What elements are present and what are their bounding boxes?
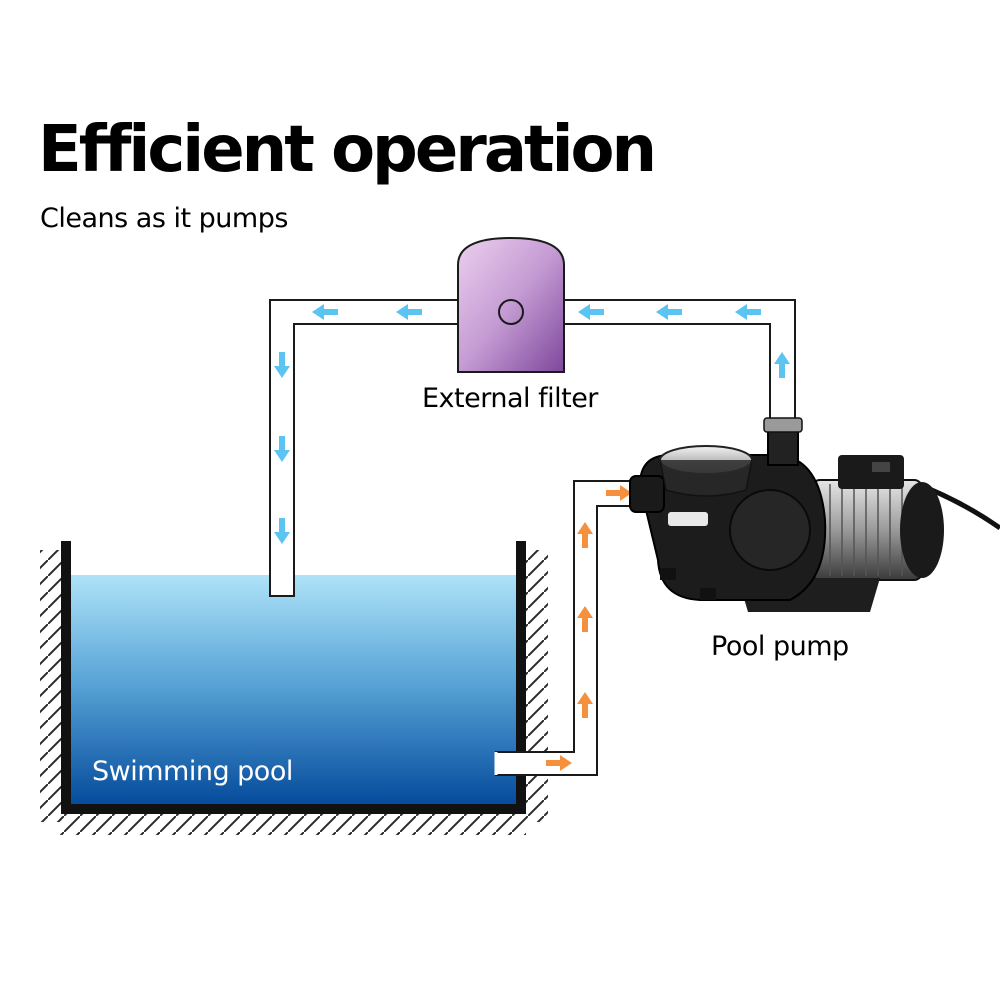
pool-pump-label: Pool pump (711, 631, 849, 662)
arrow-icon (274, 352, 290, 378)
filter-tank-icon (457, 236, 565, 373)
arrow-icon (577, 692, 593, 718)
page-subtitle: Cleans as it pumps (40, 203, 288, 234)
swimming-pool-label: Swimming pool (92, 756, 293, 787)
arrow-icon (656, 304, 682, 320)
arrow-icon (577, 606, 593, 632)
arrow-icon (774, 352, 790, 378)
arrow-icon (577, 522, 593, 548)
return-pipe (269, 299, 459, 597)
arrow-icon (735, 304, 761, 320)
arrow-icon (606, 485, 632, 501)
swimming-pool (61, 541, 526, 814)
arrow-icon (396, 304, 422, 320)
page-title: Efficient operation (38, 113, 657, 187)
arrow-icon (274, 518, 290, 544)
arrow-icon (546, 755, 572, 771)
intake-flow-arrows (546, 485, 632, 771)
filter-feed-pipe (563, 299, 796, 431)
pool-pump-icon (629, 417, 1000, 612)
external-filter-label: External filter (422, 383, 598, 414)
return-flow-arrows (274, 304, 790, 544)
arrow-icon (312, 304, 338, 320)
arrow-icon (274, 436, 290, 462)
arrow-icon (578, 304, 604, 320)
